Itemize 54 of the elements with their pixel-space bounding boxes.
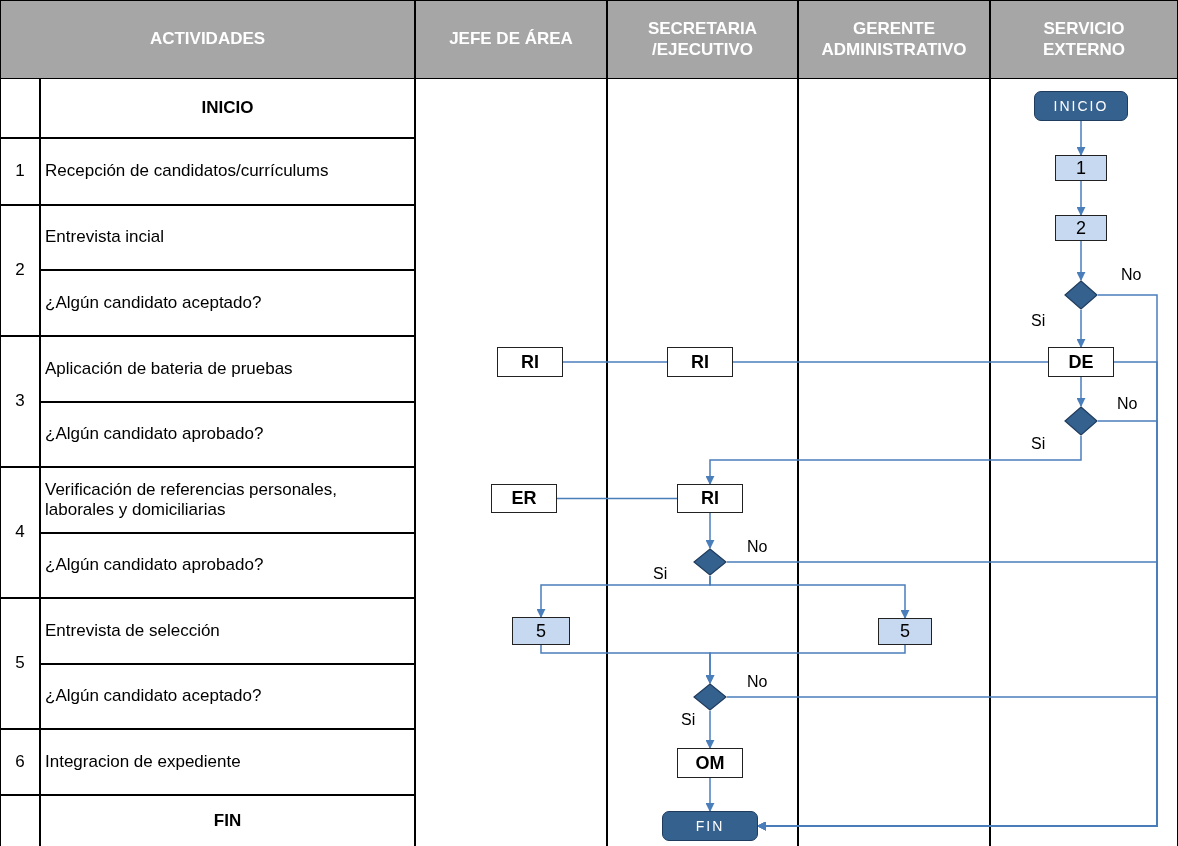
activity-text: ¿Algún candidato aprobado? <box>45 555 264 576</box>
arrow <box>705 644 906 684</box>
column-header: SECRETARIA /EJECUTIVO <box>646 19 759 60</box>
terminator: FIN <box>662 811 758 841</box>
arrow <box>1076 240 1086 281</box>
step-number: 4 <box>15 522 25 543</box>
arrow <box>1076 376 1086 407</box>
activity-text: ¿Algún candidato aceptado? <box>45 686 262 707</box>
activity-text: Recepción de candidatos/currículums <box>45 161 329 182</box>
column-header: ACTIVIDADES <box>149 29 266 50</box>
activity-text: Aplicación de bateria de pruebas <box>45 358 293 380</box>
activity-text: ¿Algún candidato aceptado? <box>45 292 262 314</box>
process-box: RI <box>677 484 743 513</box>
process-box: 5 <box>878 618 932 645</box>
activity-text: FIN <box>213 811 242 832</box>
process-box: 1 <box>1055 155 1107 181</box>
column-header: JEFE DE ÁREA <box>449 29 573 50</box>
process-box: 5 <box>512 617 570 645</box>
activity-text: ¿Algún candidato aprobado? <box>45 424 264 445</box>
activity-text: INICIO <box>201 97 254 119</box>
decision-diamond <box>1064 406 1098 436</box>
decision-diamond <box>1064 280 1098 310</box>
process-box: RI <box>667 347 733 377</box>
step-number: 3 <box>15 391 25 412</box>
arrow <box>705 512 715 549</box>
connector-line <box>556 497 678 500</box>
column-header: GERENTE ADMINISTRATIVO <box>820 19 968 60</box>
arrow <box>1076 180 1086 216</box>
arrow <box>1076 309 1086 348</box>
arrow <box>705 435 1082 485</box>
connector-line <box>562 361 668 363</box>
activity-text: Entrevista de selección <box>45 620 220 642</box>
step-number: 2 <box>15 260 25 281</box>
activity-text: Integracion de expediente <box>45 751 241 773</box>
decision-diamond <box>693 548 727 576</box>
arrow <box>1076 120 1086 156</box>
step-number: 1 <box>15 161 25 182</box>
arrow <box>705 777 715 812</box>
terminator: INICIO <box>1034 91 1128 121</box>
arrow <box>726 696 1158 831</box>
process-box: RI <box>497 347 563 377</box>
activity-text: Verificación de referencias personales, laborales y domiciliarias <box>45 479 338 521</box>
process-box: 2 <box>1055 215 1107 241</box>
process-box: ER <box>491 484 557 513</box>
connector-line <box>732 361 1049 363</box>
step-number: 6 <box>15 751 25 773</box>
process-box: OM <box>677 748 743 778</box>
step-number: 5 <box>15 653 25 674</box>
arrow <box>709 575 910 619</box>
column-header: SERVICIO EXTERNO <box>1041 19 1127 60</box>
arrow <box>705 710 715 749</box>
process-box: DE <box>1048 347 1114 377</box>
activity-text: Entrevista incial <box>45 227 165 248</box>
decision-diamond <box>693 683 727 711</box>
